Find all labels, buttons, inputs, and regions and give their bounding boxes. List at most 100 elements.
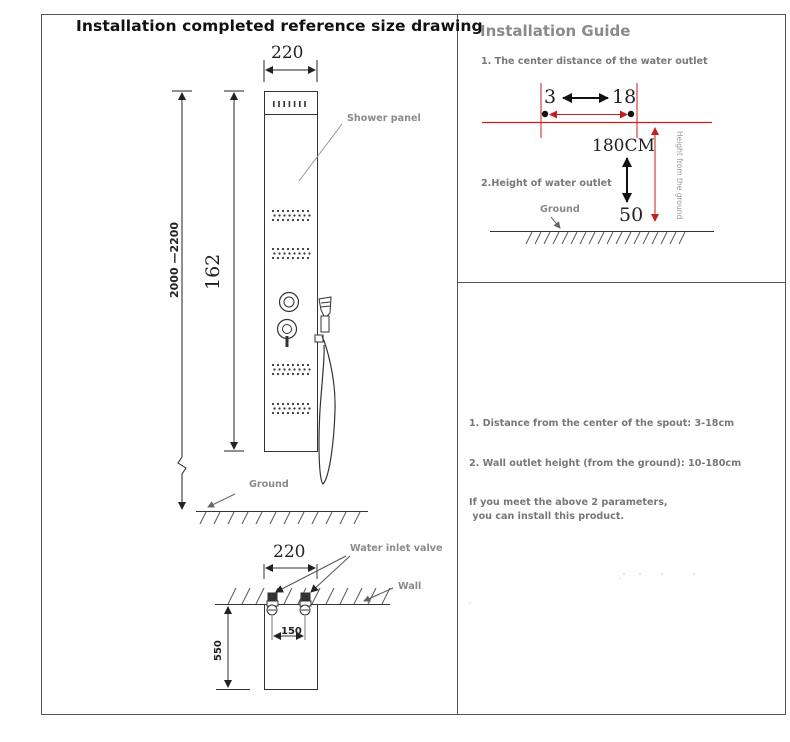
jet-nozzle [286,256,290,260]
hatch-mark [525,231,533,245]
head-nozzle [278,101,280,107]
jet-nozzle [301,372,305,376]
jet-nozzle [291,402,295,406]
jet-nozzle [306,256,310,260]
jet-nozzle [301,402,305,406]
hatch-mark [669,231,677,245]
jet-nozzle [293,214,296,217]
jet-nozzle [296,218,300,222]
jet-nozzle [306,247,310,251]
jet-nozzle [296,402,300,406]
jet-nozzle [278,368,281,371]
jet-nozzle [276,247,280,251]
jet-nozzle [301,256,305,260]
head-nozzle [273,101,275,107]
jet-nozzle [306,218,310,222]
jet-nozzle [286,218,290,222]
hatch-mark [227,511,235,525]
guide-title: Installation Guide [480,22,631,40]
note-condition: If you meet the above 2 parameters, [469,497,668,508]
wall-mount [215,555,394,690]
jet-nozzle [281,402,285,406]
hatch-mark [325,587,335,605]
head-nozzle [293,101,296,107]
hatch-mark [624,231,632,245]
jet-nozzle [296,411,300,415]
jet-nozzle [286,209,290,213]
jet-nozzle [298,252,301,255]
hatch-mark [570,231,578,245]
control-knob-bottom [276,318,298,347]
jet-nozzle [283,407,286,410]
jet-nozzle [306,372,310,376]
jet-nozzle [298,407,301,410]
jet-nozzle [308,368,311,371]
hatch-mark [651,231,659,245]
jet-nozzle [286,247,290,251]
hatch-mark [633,231,641,245]
jet-nozzle [271,256,275,260]
hatch-mark [381,587,391,605]
jet-nozzle [306,363,310,367]
shower-outlet [314,334,324,343]
hatch-mark [339,587,349,605]
jet-nozzle [281,411,285,415]
hatch-mark [660,231,668,245]
jet-nozzle [301,247,305,251]
jet-nozzle [301,218,305,222]
hatch-mark [615,231,623,245]
jet-nozzle [308,252,311,255]
hatch-mark [241,587,251,605]
jet-nozzle [308,407,311,410]
frame [41,14,786,715]
jet-nozzle [273,368,276,371]
head-nozzle [299,101,301,107]
head-nozzle [283,101,285,107]
shower-panel-leader [298,123,343,182]
hatch-mark [199,511,207,525]
jet-nozzle [281,363,285,367]
jet-nozzle [298,214,301,217]
guide-step2: 2.Height of water outlet [481,178,612,189]
hatch-mark [561,231,569,245]
hatch-mark [543,231,551,245]
jet-nozzle [306,411,310,415]
jet-nozzle [281,372,285,376]
hatch-mark [241,511,249,525]
dim-panel-height [224,90,244,452]
jet-nozzle [298,368,301,371]
jet-nozzle [306,402,310,406]
jet-nozzle [271,209,275,213]
jet-nozzle [281,209,285,213]
scan-marks [469,573,695,604]
dim-width-top-label: 220 [271,43,304,63]
jet-nozzle [278,407,281,410]
guide-step1: 1. The center distance of the water outl… [481,56,708,67]
note-height: 2. Wall outlet height (from the ground):… [469,458,742,469]
dim-550-label: 550 [213,640,224,661]
jet-nozzle [271,372,275,376]
jet-nozzle [301,363,305,367]
jet-nozzle [293,407,296,410]
hatch-mark [534,231,542,245]
hatch-mark [353,511,361,525]
dim-150-label: 150 [281,626,302,637]
hatch-mark [227,587,237,605]
hatch-mark [325,511,333,525]
jet-nozzle [283,368,286,371]
jet-nozzle [276,256,280,260]
guide-diagram [482,83,714,245]
jet-nozzle [276,209,280,213]
hatch-mark [269,511,277,525]
jet-nozzle [283,252,286,255]
hatch-mark [311,511,319,525]
jet-nozzle [271,402,275,406]
hatch-mark [552,231,560,245]
water-inlet-valve-left [266,592,279,616]
water-inlet-valve-label: Water inlet valve [350,543,443,554]
distance-min-label: 3 [544,86,557,108]
wall-label: Wall [398,581,422,592]
jet-nozzle [301,209,305,213]
jet-nozzle [288,214,291,217]
water-inlet-valve-right [299,592,312,616]
